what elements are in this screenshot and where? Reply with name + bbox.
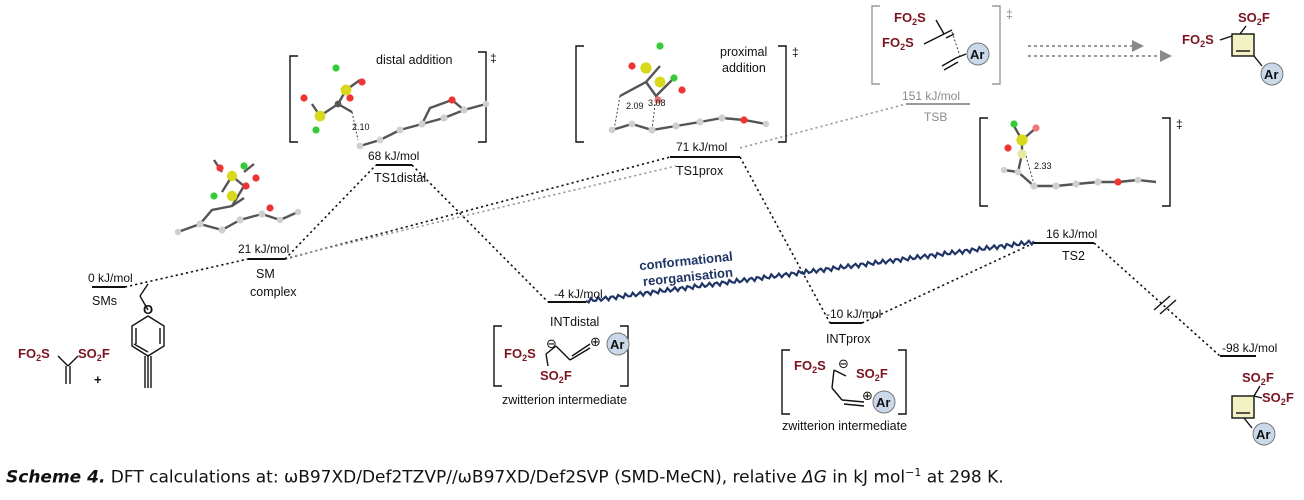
caption-lead: Scheme 4. [6, 467, 106, 488]
product-top-right: SO2F FO2S Ar [1182, 10, 1284, 86]
level-bars [92, 156, 1256, 357]
conformational-wavy-line [585, 239, 1035, 304]
dagger-tsb: ‡ [1006, 7, 1013, 21]
molecule-sm-complex [174, 159, 302, 236]
level-value-ts1p: 71 kJ/mol [676, 140, 727, 154]
prod-bottom-so2f-1: SO2F [1242, 370, 1274, 387]
prod-top-so2f: SO2F [1238, 10, 1270, 27]
molecule-ts2: 2.33 [1000, 120, 1157, 190]
scheme-caption: Scheme 4. DFT calculations at: ωB97XD/De… [6, 466, 1296, 488]
tsb-ar-label: Ar [970, 47, 984, 62]
sm-plus: + [94, 372, 102, 387]
level-value-ts1d: 68 kJ/mol [368, 149, 419, 163]
tsb-fo2s-top: FO2S [894, 10, 926, 27]
label-addition: addition [722, 61, 766, 75]
level-name-smc-2: complex [250, 285, 297, 299]
distance-label-distal: 2.10 [352, 122, 370, 132]
arrowhead-bottom [1160, 50, 1172, 62]
prod-top-ring [1231, 33, 1255, 57]
zp-ar-label: Ar [876, 395, 890, 410]
prod-bottom-ar-label: Ar [1256, 427, 1270, 442]
zp-minus: ⊖ [838, 356, 849, 371]
tsb-structure: FO2S FO2S Ar [882, 10, 990, 71]
sm-so2f: SO2F [78, 346, 110, 363]
dagger-distal: ‡ [490, 51, 497, 65]
prod-bottom-ar-circle [1252, 422, 1276, 446]
level-name-ts1p: TS1prox [676, 164, 724, 178]
prod-top-fo2s: FO2S [1182, 32, 1214, 49]
prod-top-ar-label: Ar [1264, 67, 1278, 82]
tsb-fo2s-bottom: FO2S [882, 35, 914, 52]
connector-smc-ts1p [284, 156, 671, 260]
connector-sms-smc [124, 258, 249, 288]
tsb-connectors [289, 103, 907, 258]
level-name-ts2: TS2 [1062, 249, 1085, 263]
level-name-sms: SMs [92, 294, 117, 308]
tsb-ar-circle [966, 42, 990, 66]
product-bottom-right: SO2F SO2F Ar [1231, 370, 1294, 446]
zp-plus: ⊕ [862, 388, 873, 403]
level-value-sms: 0 kJ/mol [88, 271, 133, 285]
zp-caption: zwitterion intermediate [782, 419, 907, 433]
level-name-intd: INTdistal [550, 315, 599, 329]
zp-ar-circle [872, 390, 896, 414]
zd-so2f: SO2F [540, 368, 572, 385]
connector-smc-tsb [289, 165, 677, 258]
level-value-intd: -4 kJ/mol [554, 287, 603, 301]
zd-minus: ⊖ [546, 336, 557, 351]
caption-sup: −1 [905, 466, 922, 479]
connector-intp-ts2 [861, 242, 1035, 324]
label-proximal: proximal [720, 45, 767, 59]
distance-label-prox-2: 3.08 [648, 98, 666, 108]
dagger-proximal: ‡ [792, 45, 799, 59]
zd-fo2s: FO2S [504, 346, 536, 363]
bracket-distal-addition [289, 51, 487, 143]
zwitterion-prox: FO2S SO2F ⊖ ⊕ Ar zwitterion intermediate [781, 349, 907, 433]
prod-top-ar-circle [1260, 62, 1284, 86]
arrows-to-product [1028, 45, 1160, 57]
connector-ts1d-intd [411, 164, 549, 303]
molecule-ts-distal: 2.10 [300, 64, 490, 150]
distance-label-ts2: 2.33 [1034, 161, 1052, 171]
path-connectors [124, 156, 1221, 357]
sm-fo2s: FO2S [18, 346, 50, 363]
zd-ar-circle [606, 332, 630, 356]
zd-plus: ⊕ [590, 334, 601, 349]
connector-smc-ts1d [284, 164, 377, 260]
prod-bottom-ring [1231, 395, 1255, 419]
bracket-proximal-addition [575, 45, 787, 143]
level-name-ts1d: TS1distal [374, 171, 426, 185]
molecule-ts-proximal: 2.09 3.08 [608, 42, 770, 134]
bracket-tsb [871, 5, 1001, 85]
starting-materials: FO2S SO2F O + [18, 283, 165, 388]
zp-fo2s: FO2S [794, 358, 826, 375]
level-name-tsb: TSB [924, 110, 947, 124]
label-distal-addition: distal addition [376, 53, 452, 67]
level-value-intp: -10 kJ/mol [826, 307, 881, 321]
caption-text3: at 298 K. [921, 467, 1004, 488]
level-value-ts2: 16 kJ/mol [1046, 227, 1097, 241]
arrowhead-top [1132, 40, 1144, 52]
caption-text: DFT calculations at: ωB97XD/Def2TZVP//ωB… [105, 467, 803, 488]
zwitterion-distal: FO2S SO2F ⊖ ⊕ Ar zwitterion intermediate [493, 325, 630, 407]
level-value-smc: 21 kJ/mol [238, 242, 289, 256]
level-name-smc-1: SM [256, 267, 275, 281]
dagger-ts2: ‡ [1176, 117, 1183, 131]
zd-ar-label: Ar [610, 337, 624, 352]
caption-text2: in kJ mol [826, 467, 906, 488]
level-value-tsb: 151 kJ/mol [902, 89, 960, 103]
connector-ts2-prod [1093, 242, 1221, 357]
level-name-intp: INTprox [826, 332, 871, 346]
zd-caption: zwitterion intermediate [502, 393, 627, 407]
connector-ts1p-intp [739, 156, 831, 324]
sm-oxygen: O [143, 302, 153, 317]
distance-label-prox-1: 2.09 [626, 101, 644, 111]
axis-break-mark [1153, 295, 1177, 315]
level-value-prod: -98 kJ/mol [1222, 341, 1277, 355]
prod-bottom-so2f-2: SO2F [1262, 390, 1294, 407]
caption-delta: ΔG [802, 467, 827, 488]
bracket-ts2 [979, 117, 1171, 207]
zp-so2f: SO2F [856, 366, 888, 383]
